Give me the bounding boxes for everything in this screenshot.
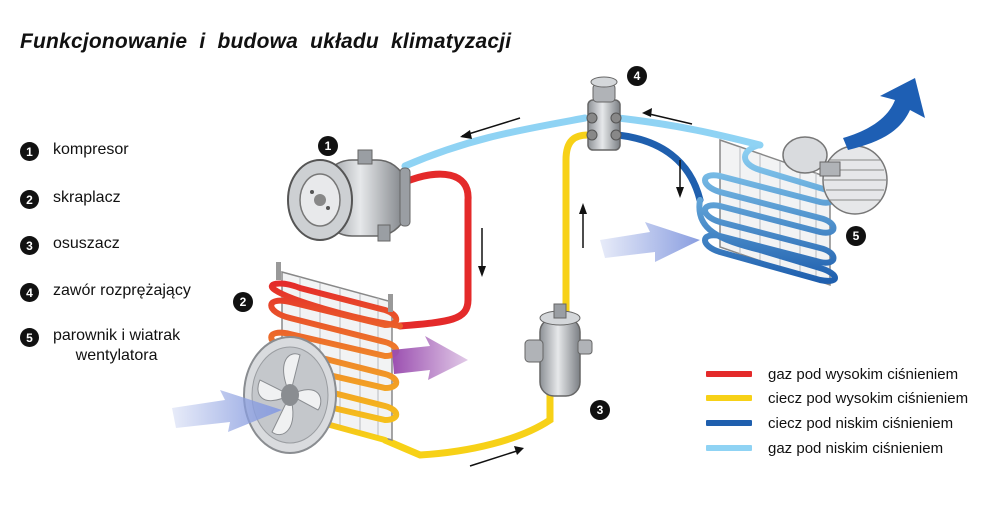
key-label-line2: wentylatora bbox=[75, 347, 158, 364]
line-high-pressure-gas bbox=[396, 170, 472, 330]
legend-swatch bbox=[706, 420, 752, 426]
legend-swatch bbox=[706, 395, 752, 401]
line-low-pressure-gas-to-compressor bbox=[401, 114, 589, 170]
key-label: parownik i wiatrak wentylatora bbox=[53, 326, 180, 366]
legend-swatch bbox=[706, 371, 752, 377]
legend-label: ciecz pod niskim ciśnieniem bbox=[768, 414, 954, 432]
line-low-pressure-liquid-to-evaporator bbox=[614, 131, 704, 204]
legend-label: gaz pod niskim ciśnieniem bbox=[768, 439, 944, 457]
key-item-expansion-valve: 4 zawór rozprężający bbox=[20, 281, 191, 302]
key-label: zawór rozprężający bbox=[53, 282, 191, 299]
fan-icon bbox=[243, 336, 337, 454]
key-item-evaporator-fan: 5 parownik i wiatrak wentylatora bbox=[20, 326, 180, 366]
receiver-drier-icon bbox=[524, 303, 593, 397]
callout-evaporator: 5 bbox=[846, 226, 866, 246]
legend-item: gaz pod niskim ciśnieniem bbox=[706, 436, 943, 460]
key-item-receiver-drier: 3 osuszacz bbox=[20, 234, 120, 255]
legend-swatch bbox=[706, 445, 752, 451]
line-high-pressure-liquid-to-valve bbox=[562, 131, 592, 316]
key-label: kompresor bbox=[53, 141, 129, 158]
refrigerant-lines bbox=[381, 114, 764, 459]
airflow-arrow-icon-hot-air bbox=[392, 336, 468, 380]
airflow-arrow-icon-fan-inlet bbox=[172, 390, 282, 432]
callout-expansion-valve: 4 bbox=[627, 66, 647, 86]
legend-item: ciecz pod wysokim ciśnieniem bbox=[706, 386, 968, 410]
key-badge: 2 bbox=[20, 190, 39, 209]
callout-condenser: 2 bbox=[233, 292, 253, 312]
flow-arrow-icon bbox=[460, 108, 693, 467]
key-label: osuszacz bbox=[53, 235, 120, 252]
callout-receiver-drier: 3 bbox=[590, 400, 610, 420]
blower-icon bbox=[782, 136, 888, 215]
page-title: Funkcjonowanie i budowa układu klimatyza… bbox=[20, 30, 512, 53]
line-low-pressure-gas-from-evaporator bbox=[614, 114, 764, 149]
evaporator-icon bbox=[696, 138, 838, 287]
key-label: skraplacz bbox=[53, 189, 121, 206]
legend-label: ciecz pod wysokim ciśnieniem bbox=[768, 389, 969, 407]
airflow-arrow-icon-outlet bbox=[843, 78, 925, 150]
callout-compressor: 1 bbox=[318, 136, 338, 156]
compressor-icon bbox=[287, 149, 411, 242]
key-label-line1: parownik i wiatrak bbox=[53, 327, 181, 344]
key-item-compressor: 1 kompresor bbox=[20, 140, 129, 161]
key-badge: 3 bbox=[20, 236, 39, 255]
key-badge: 5 bbox=[20, 328, 39, 347]
line-high-pressure-liquid-to-drier bbox=[381, 381, 554, 459]
legend-label: gaz pod wysokim ciśnieniem bbox=[768, 365, 959, 383]
expansion-valve-icon bbox=[586, 76, 622, 151]
legend-item: ciecz pod niskim ciśnieniem bbox=[706, 411, 953, 435]
key-badge: 1 bbox=[20, 142, 39, 161]
legend-item: gaz pod wysokim ciśnieniem bbox=[706, 362, 958, 386]
airflow-arrow-icon-evaporator-inlet bbox=[600, 222, 700, 262]
key-badge: 4 bbox=[20, 283, 39, 302]
key-item-condenser: 2 skraplacz bbox=[20, 188, 121, 209]
